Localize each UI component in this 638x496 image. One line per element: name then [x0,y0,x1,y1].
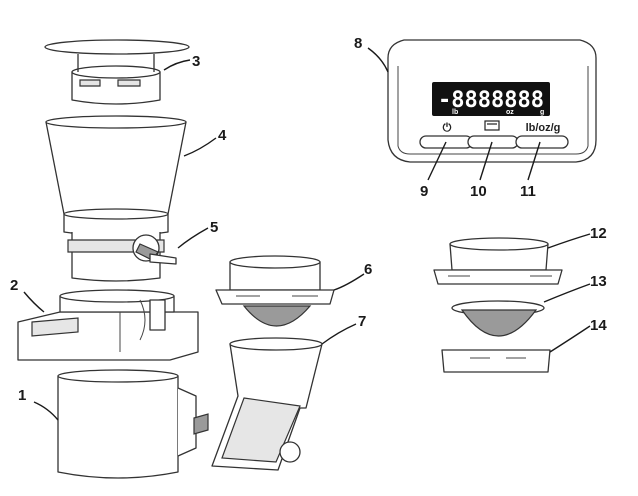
callout-labels: 1 2 3 4 5 6 7 8 9 10 11 12 13 14 [10,35,607,404]
callout-13: 13 [590,273,607,290]
power-icon: ⏻ [443,121,452,134]
callout-10: 10 [470,183,487,200]
tare-button[interactable] [467,135,519,149]
callout-6: 6 [364,261,372,278]
part-8-control-panel: -8888888 lb oz g ⏻ lb/oz/g [387,39,597,163]
callout-5: 5 [210,219,218,236]
part-13-mesh-filter [451,300,545,337]
part-4-hopper [45,115,187,282]
callout-9: 9 [420,183,428,200]
part-14-ring [441,349,551,373]
display-digits: -8888888 [438,88,544,113]
part-7-chute [211,337,323,471]
unit-g-indicator: g [540,109,544,116]
unit-button-label: lb/oz/g [526,122,561,134]
callout-2: 2 [10,277,18,294]
leader-lines [23,47,591,421]
callout-4: 4 [218,127,227,144]
callout-3: 3 [192,53,200,70]
part-1-container [57,369,209,479]
scale-icon [484,120,500,131]
callout-14: 14 [590,317,607,334]
unit-button[interactable] [515,135,569,149]
callout-7: 7 [358,313,366,330]
part-3-lid [44,39,190,105]
lcd-display [432,82,550,116]
callout-12: 12 [590,225,607,242]
part-2-base [17,289,199,361]
callout-1: 1 [18,387,26,404]
part-6-filter-holder [215,255,335,327]
unit-lb-indicator: lb [452,109,458,116]
part-12-filter-basket [433,237,563,285]
unit-oz-indicator: oz [506,109,514,116]
callout-11: 11 [520,183,536,200]
callout-8: 8 [354,35,362,52]
